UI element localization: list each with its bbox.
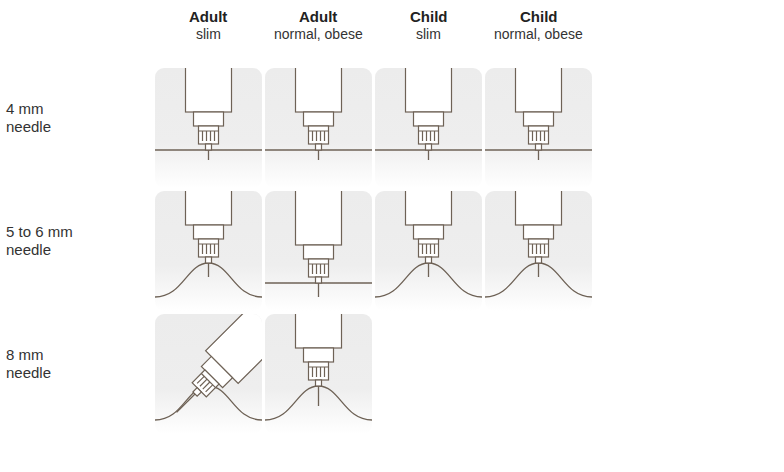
tile	[265, 246, 372, 434]
column-subheading: slim	[196, 26, 221, 43]
column-heading: Child	[410, 8, 448, 26]
tile	[375, 10, 482, 188]
column-subheading: normal, obese	[494, 26, 583, 43]
column-heading: Adult	[299, 8, 337, 26]
tile	[265, 143, 372, 311]
column-subheading: slim	[416, 26, 441, 43]
row-label: 8 mm needle	[6, 346, 80, 382]
column-subheading: normal, obese	[274, 26, 363, 43]
tile	[265, 10, 372, 188]
tile	[155, 10, 262, 188]
column-heading: Child	[520, 8, 558, 26]
tile	[375, 123, 482, 311]
tile	[155, 123, 262, 311]
row-label: 4 mm needle	[6, 100, 80, 136]
tile	[485, 123, 592, 311]
column-heading: Adult	[189, 8, 227, 26]
row-label: 5 to 6 mm needle	[6, 223, 80, 259]
tile	[485, 10, 592, 188]
